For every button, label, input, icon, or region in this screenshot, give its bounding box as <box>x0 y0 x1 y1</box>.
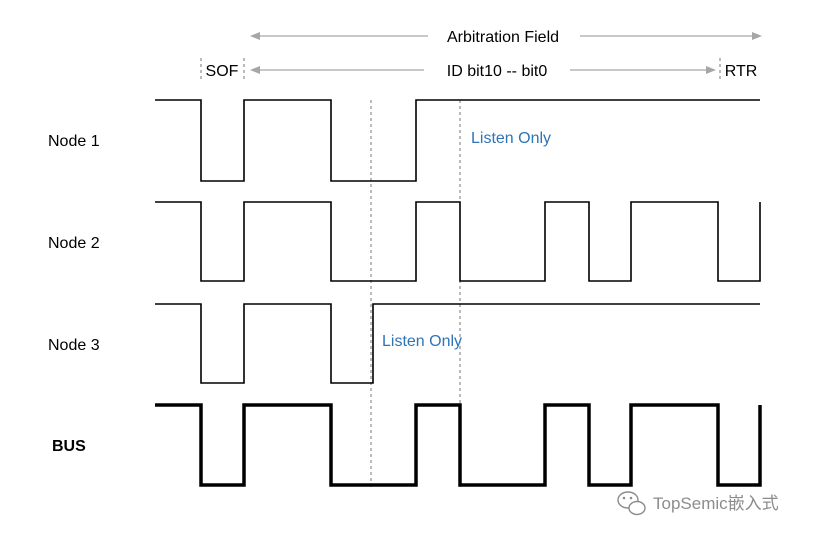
watermark-text: TopSemic嵌入式 <box>653 494 779 513</box>
node1-waveform <box>155 99 760 182</box>
arbitration-field-label: Arbitration Field <box>447 29 559 46</box>
arbitration-field-arrow <box>250 32 762 40</box>
rtr-label: RTR <box>725 63 758 80</box>
bus-label: BUS <box>52 438 86 455</box>
node2-label: Node 2 <box>48 235 100 252</box>
node3-waveform <box>155 303 760 384</box>
sof-label: SOF <box>206 63 239 80</box>
id-bits-label: ID bit10 -- bit0 <box>447 63 548 80</box>
node1-listen-only-label: Listen Only <box>471 130 551 147</box>
bus-waveform <box>155 403 762 487</box>
id-bits-arrow <box>200 58 721 82</box>
node2-waveform <box>155 201 761 282</box>
node3-label: Node 3 <box>48 337 100 354</box>
wechat-icon <box>617 491 646 516</box>
node1-label: Node 1 <box>48 133 100 150</box>
node3-listen-only-label: Listen Only <box>382 333 462 350</box>
